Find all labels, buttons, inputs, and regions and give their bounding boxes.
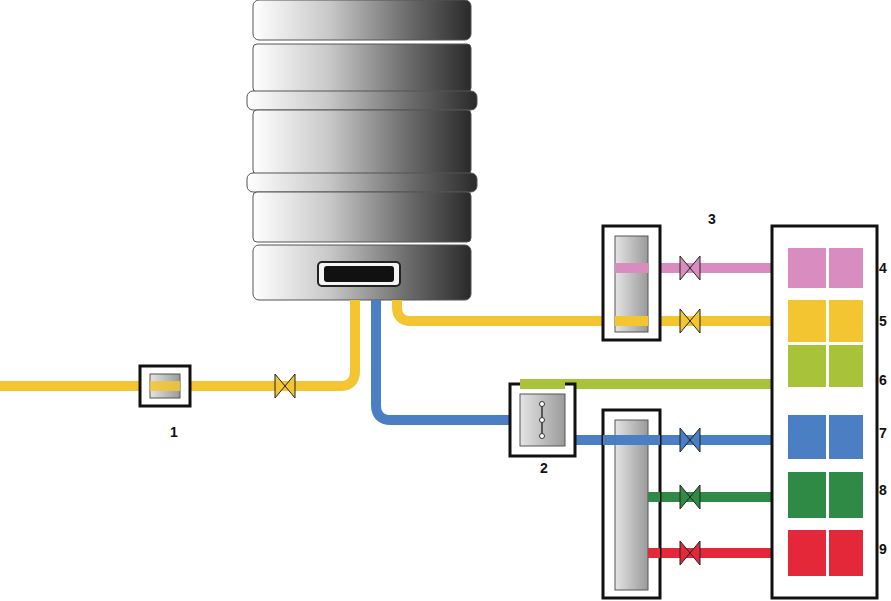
pipe-segments (603, 268, 660, 553)
callout-number: 2 (540, 461, 548, 475)
callout-number: 6 (879, 373, 887, 387)
callout-number: 4 (879, 261, 887, 275)
valves (275, 256, 700, 565)
callout-number: 8 (879, 483, 887, 497)
callout-number: 9 (879, 542, 887, 556)
callout-number: 5 (879, 314, 887, 328)
callout-number: 1 (170, 425, 178, 439)
lower-manifold-block (603, 410, 660, 598)
callout-number: 3 (708, 212, 716, 226)
keg (247, 0, 477, 300)
tap-panel (772, 226, 877, 598)
callout-number: 7 (879, 426, 887, 440)
component-1-box (140, 366, 190, 406)
upper-manifold-block (603, 226, 660, 340)
component-2-box (510, 379, 575, 456)
